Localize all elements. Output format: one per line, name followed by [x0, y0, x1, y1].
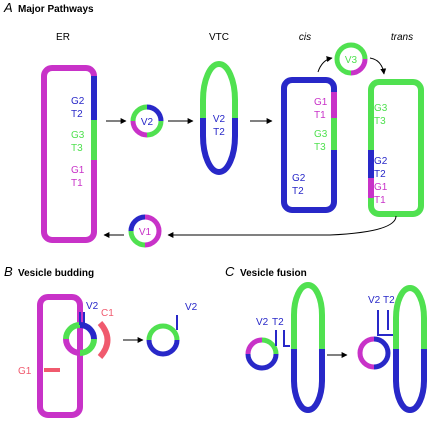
arrow-cis-to-v3 [317, 56, 333, 73]
vesicle-v3 [334, 42, 368, 76]
trans-marker-g2: G2 [374, 156, 388, 167]
snare-complex [377, 310, 396, 336]
docked-vesicle [357, 336, 391, 370]
vesicle-v1 [128, 214, 162, 248]
pathway-arrows [103, 56, 397, 238]
panel-c-title: Vesicle fusion [240, 268, 307, 279]
vtc-marker-t2: T2 [213, 127, 225, 138]
trans-golgi [368, 79, 424, 217]
trans-marker-t3: T3 [374, 116, 386, 127]
trans-marker-t2: T2 [374, 169, 386, 180]
cis-label: cis [299, 32, 311, 43]
er-marker-t1: T1 [71, 178, 83, 189]
er-marker-t3: T3 [71, 143, 83, 154]
trans-marker-g1: G1 [374, 182, 388, 193]
cis-marker-t3: T3 [314, 142, 326, 153]
er-marker-t2: T2 [71, 109, 83, 120]
fusion-vesicle [245, 337, 279, 371]
er-marker-g2: G2 [71, 96, 85, 107]
trans-marker-t1: T1 [374, 195, 386, 206]
trans-label: trans [391, 32, 413, 43]
panel-a: A Major Pathways ER VTC cis trans G2 T2 … [3, 0, 424, 248]
er-marker-g1: G1 [71, 165, 85, 176]
arrow-v3-to-trans [369, 57, 387, 75]
cis-golgi [281, 77, 337, 213]
cis-marker-g1: G1 [314, 97, 328, 108]
budding-membrane [37, 294, 97, 418]
vesicle-v2 [130, 104, 164, 138]
panel-b-letter: B [4, 264, 13, 279]
panel-c: C Vesicle fusion V2 T2 V2 T2 [225, 264, 427, 413]
c-v2-label: V2 [256, 317, 269, 328]
panel-c-letter: C [225, 264, 235, 279]
v2-label: V2 [141, 117, 154, 128]
c-v2-b-label: V2 [368, 295, 381, 306]
b-v2-label: V2 [86, 301, 99, 312]
vtc-label: VTC [209, 32, 229, 43]
panel-b: B Vesicle budding V2 C1 G1 V2 [4, 264, 198, 418]
c-t2-label: T2 [272, 317, 284, 328]
panel-b-title: Vesicle budding [18, 268, 94, 279]
b-v2-out-label: V2 [185, 302, 198, 313]
cis-marker-g2: G2 [292, 173, 306, 184]
b-c1-label: C1 [101, 308, 114, 319]
er-marker-g3: G3 [71, 130, 85, 141]
b-g1-label: G1 [18, 366, 32, 377]
cis-marker-t1: T1 [314, 110, 326, 121]
target-compartment-1 [291, 282, 325, 413]
target-compartment-2 [393, 285, 427, 413]
coat-c1 [97, 321, 111, 359]
panel-a-letter: A [3, 0, 13, 15]
vtc-compartment [200, 61, 238, 175]
cis-marker-t2: T2 [292, 186, 304, 197]
budded-vesicle [146, 323, 180, 357]
v3-label: V3 [345, 55, 358, 66]
v1-label: V1 [139, 227, 152, 238]
trans-marker-g3: G3 [374, 103, 388, 114]
vtc-marker-v2: V2 [213, 114, 226, 125]
arrow-trans-to-v1 [167, 215, 397, 238]
er-label: ER [56, 32, 70, 43]
er-compartment [41, 65, 97, 243]
panel-a-title: Major Pathways [18, 4, 94, 15]
cis-marker-g3: G3 [314, 129, 328, 140]
v2-receptor-budding [79, 312, 85, 325]
t-snare-c [283, 330, 290, 347]
c-t2-b-label: T2 [383, 295, 395, 306]
